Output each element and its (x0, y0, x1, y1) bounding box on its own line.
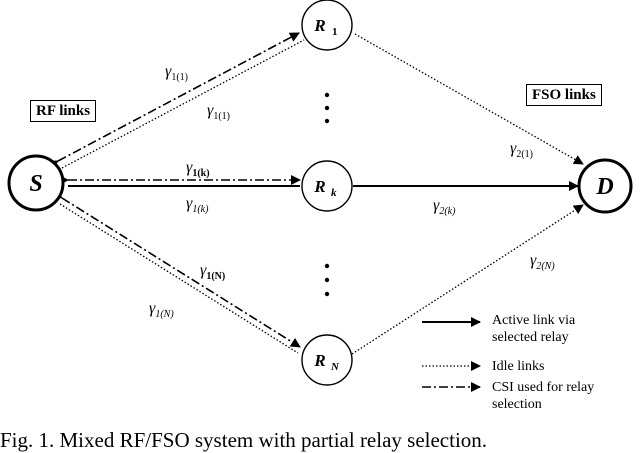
node-relay-k-label: R (313, 177, 325, 196)
node-relay-k: R k (301, 160, 353, 212)
node-source: S (7, 154, 65, 212)
svg-text:k: k (331, 187, 337, 199)
gamma-1n-idle: γ1(N) (149, 300, 174, 320)
legend-active-text: Active link via selected relay (492, 313, 576, 345)
fso-links-label: FSO links (532, 87, 596, 103)
svg-text:R: R (313, 16, 325, 35)
node-destination: D (577, 158, 633, 214)
figure-caption: Fig. 1. Mixed RF/FSO system with partial… (0, 428, 488, 452)
svg-text:R: R (313, 177, 325, 196)
node-relay-1: R 1 (301, 0, 353, 51)
legend-idle-text: Idle links (492, 359, 545, 374)
ellipsis-upper (324, 92, 330, 124)
rf-links-box: RF links (30, 100, 97, 122)
node-relay-k-sub: k (331, 187, 337, 199)
svg-text:S: S (29, 171, 42, 197)
gamma-1k-active: γ1(k) (186, 195, 209, 215)
svg-text:D: D (595, 174, 613, 200)
node-destination-label: D (595, 174, 613, 200)
gamma-2n: γ2(N) (530, 252, 555, 272)
node-source-label: S (29, 171, 42, 197)
link-s-rn-idle (59, 203, 299, 354)
gamma-21: γ2(1) (510, 140, 533, 160)
rf-links-label: RF links (36, 103, 91, 119)
link-s-rn-csi (51, 188, 301, 348)
gamma-1n-csi: γ1(N) (200, 262, 225, 282)
gamma-1k-csi: γ1(k) (186, 159, 210, 179)
node-relay-n-sub: N (330, 361, 340, 373)
svg-text:R: R (313, 351, 325, 370)
fso-links-box: FSO links (526, 84, 602, 106)
svg-text:1: 1 (332, 26, 338, 38)
gamma-11-idle: γ1(1) (207, 102, 230, 122)
ellipsis-lower (324, 263, 330, 297)
legend-csi-text: CSI used for relay selection (492, 380, 595, 412)
svg-text:N: N (330, 361, 340, 373)
node-relay-n-label: R (313, 351, 325, 370)
node-relay-n: R N (301, 334, 353, 386)
link-rn-d-idle (351, 204, 584, 355)
node-relay-1-label: R (313, 16, 325, 35)
link-s-r1-csi (47, 32, 300, 170)
gamma-11-csi: γ1(1) (165, 63, 188, 83)
legend (422, 317, 481, 392)
node-relay-1-sub: 1 (332, 26, 338, 38)
gamma-2k: γ2(k) (433, 197, 456, 217)
link-s-r1-idle (61, 39, 305, 169)
